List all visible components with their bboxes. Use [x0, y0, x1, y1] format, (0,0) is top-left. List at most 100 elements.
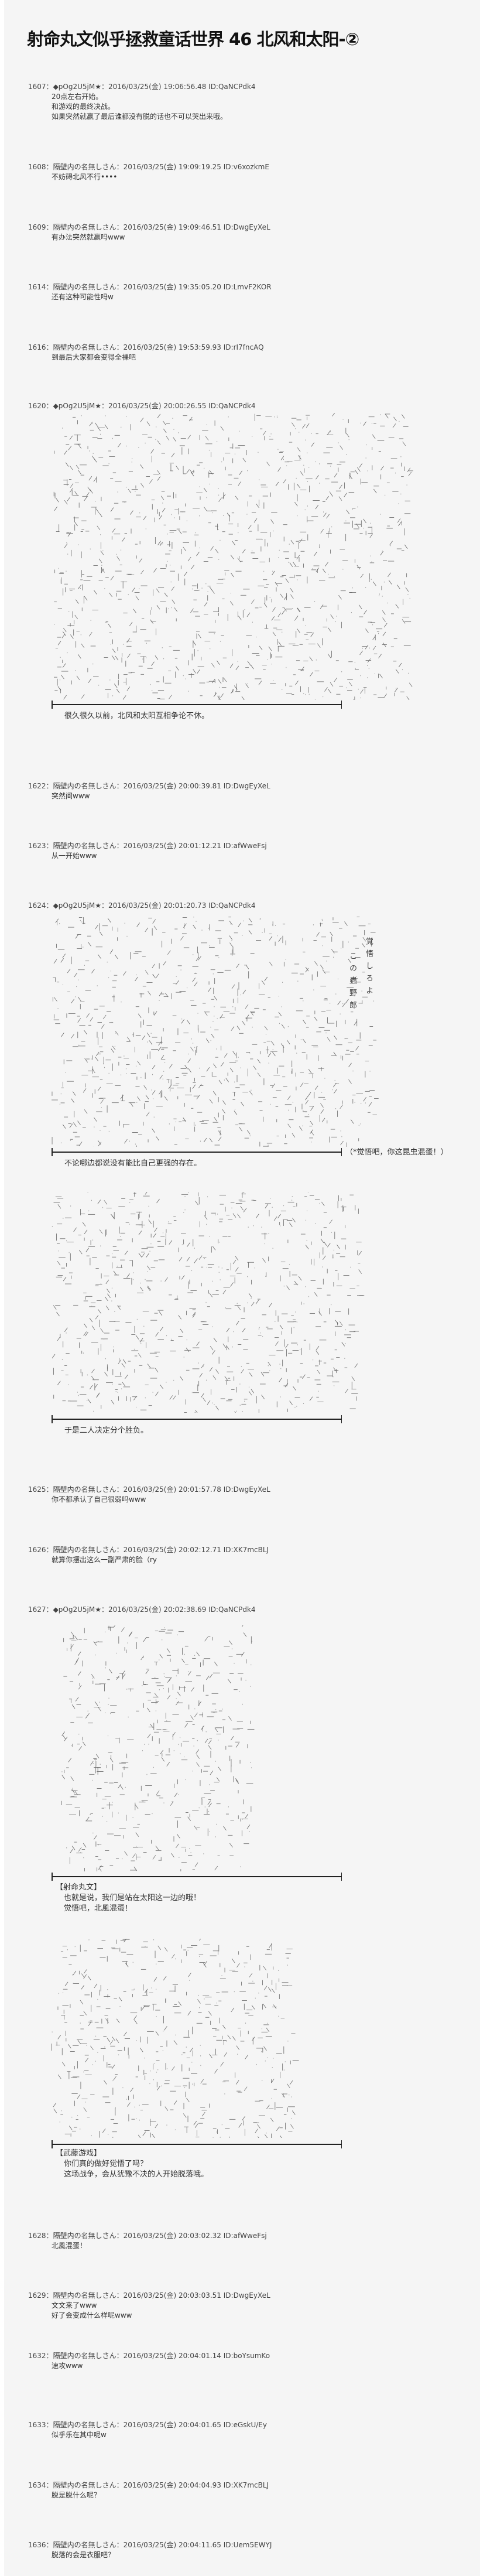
ascii-art-stroke: [116, 2018, 120, 2023]
post-number[interactable]: 1614: [28, 283, 46, 291]
post-number[interactable]: 1628: [28, 2232, 46, 2240]
ascii-art-stroke: [214, 1661, 218, 1666]
post-number[interactable]: 1633: [28, 2421, 46, 2429]
post-time: 19:09:19.25: [178, 163, 221, 171]
ascii-art-stroke: [333, 1367, 337, 1372]
ascii-art-stroke: [220, 1014, 224, 1019]
poster-id[interactable]: ID:boYsumKo: [223, 2352, 270, 2360]
post-number[interactable]: 1620: [28, 402, 46, 410]
poster-name: 隔壁内の名無しさん: [53, 2541, 116, 2549]
ascii-art-stroke: [297, 447, 301, 452]
poster-id[interactable]: ID:eGskU/Ey: [223, 2421, 267, 2429]
post-number[interactable]: 1629: [28, 2291, 46, 2300]
ascii-art-stroke: [330, 931, 333, 937]
poster-id[interactable]: ID:rI7fncAQ: [223, 343, 264, 351]
ascii-art-stroke: [316, 932, 320, 937]
ascii-art-stroke: [137, 1061, 140, 1065]
poster-id[interactable]: ID:afWweFsj: [223, 842, 267, 850]
post-number[interactable]: 1608: [28, 163, 46, 171]
post-number[interactable]: 1634: [28, 2481, 46, 2489]
ascii-art-stroke: [152, 1064, 156, 1070]
poster-id[interactable]: ID:DwgEyXeL: [223, 223, 270, 231]
ascii-art-stroke: [339, 484, 342, 489]
scene-divider: [52, 2140, 342, 2148]
post-number[interactable]: 1623: [28, 842, 46, 850]
ascii-art-stroke: [57, 641, 61, 645]
post: 1628：隔壁内の名無しさん：2016/03/25(金) 20:03:02.32…: [28, 2231, 267, 2251]
ascii-art-bug-shout-scene: [52, 917, 379, 1147]
ascii-art-stroke: [144, 1989, 148, 1993]
post-number[interactable]: 1626: [28, 1546, 46, 1554]
ascii-art-stroke: [86, 492, 90, 497]
post-number[interactable]: 1632: [28, 2352, 46, 2360]
ascii-art-stroke: [107, 1289, 110, 1293]
ascii-art-stroke: [346, 510, 350, 514]
ascii-art-stroke: [91, 455, 95, 460]
ascii-art-stroke: [256, 503, 259, 508]
post-number[interactable]: 1609: [28, 223, 46, 231]
poster-id[interactable]: ID:QaNCPdk4: [208, 901, 256, 910]
ascii-art-stroke: [244, 2086, 248, 2091]
poster-id[interactable]: ID:XK7mcBLJ: [223, 1546, 269, 1554]
poster-id[interactable]: ID:DwgEyXeL: [223, 2291, 270, 2300]
ascii-art-stroke: [147, 1707, 150, 1713]
ascii-art-stroke: [191, 565, 195, 569]
ascii-art-stroke: [129, 1631, 133, 1636]
poster-id[interactable]: ID:DwgEyXeL: [223, 782, 270, 790]
ascii-art-stroke: [149, 479, 153, 484]
ascii-art-stroke: [154, 1227, 157, 1232]
post-date: 2016/03/25(金): [123, 1485, 177, 1494]
ascii-art-stroke: [238, 481, 242, 486]
poster-id[interactable]: ID:Uem5EWYJ: [223, 2541, 272, 2549]
ascii-art-stroke: [378, 654, 382, 659]
post-number[interactable]: 1625: [28, 1485, 46, 1494]
ascii-art-stroke: [212, 1375, 217, 1380]
ascii-art-stroke: [111, 1214, 114, 1219]
ascii-art-stroke: [169, 1395, 173, 1400]
ascii-art-stroke: [214, 1117, 218, 1122]
poster-name: ◆pOg2U5jM★: [53, 402, 101, 410]
ascii-art-stroke: [104, 1200, 108, 1205]
ascii-art-stroke: [57, 686, 61, 691]
post-number[interactable]: 1627: [28, 1605, 46, 1614]
ascii-art-stroke: [184, 1723, 188, 1728]
post-number[interactable]: 1622: [28, 782, 46, 790]
post: 1616：隔壁内の名無しさん：2016/03/25(金) 19:53:59.93…: [28, 343, 264, 363]
post-number[interactable]: 1636: [28, 2541, 46, 2549]
ascii-art-stroke: [81, 1985, 85, 1990]
post-time: 20:03:02.32: [178, 2232, 221, 2240]
scene-caption: 很久很久以前，北风和太阳互相争论不休。: [64, 711, 209, 722]
ascii-art-stroke: [69, 465, 73, 470]
ascii-art-stroke: [64, 543, 68, 548]
post-number[interactable]: 1616: [28, 343, 46, 351]
poster-name: 隔壁内の名無しさん: [53, 163, 116, 171]
ascii-art-stroke: [145, 927, 149, 932]
ascii-art-stroke: [140, 483, 144, 488]
poster-id[interactable]: ID:QaNCPdk4: [208, 83, 256, 91]
ascii-art-stroke: [298, 455, 301, 460]
post-date: 2016/03/25(金): [123, 2421, 177, 2429]
ascii-art-stroke: [351, 1376, 355, 1381]
poster-id[interactable]: ID:QaNCPdk4: [208, 1605, 256, 1614]
post-header: 1608：隔壁内の名無しさん：2016/03/25(金) 19:09:19.25…: [28, 162, 269, 172]
post-number[interactable]: 1607: [28, 83, 46, 91]
poster-id[interactable]: ID:QaNCPdk4: [208, 402, 256, 410]
ascii-art-stroke: [243, 1632, 247, 1637]
caption-line: 很久很久以前，北风和太阳互相争论不休。: [64, 712, 210, 720]
poster-id[interactable]: ID:afWweFsj: [223, 2232, 267, 2240]
poster-id[interactable]: ID:DwgEyXeL: [223, 1485, 270, 1494]
poster-id[interactable]: ID:v6xozkmE: [223, 163, 269, 171]
poster-name: 隔壁内の名無しさん: [53, 283, 116, 291]
poster-id[interactable]: ID:XK7mcBLJ: [223, 2481, 269, 2489]
ascii-art-stroke: [54, 506, 58, 511]
poster-id[interactable]: ID:LmvF2KOR: [223, 283, 272, 291]
ascii-art-stroke: [122, 1382, 126, 1386]
ascii-art-stroke: [218, 1136, 222, 1142]
ascii-art-stroke: [112, 528, 116, 533]
ascii-art-stroke: [231, 984, 235, 989]
ascii-art-stroke: [73, 1227, 77, 1232]
post-number[interactable]: 1624: [28, 901, 46, 910]
separator: ：: [116, 163, 124, 171]
ascii-art-stroke: [340, 1140, 344, 1146]
ascii-art-stroke: [129, 621, 133, 627]
